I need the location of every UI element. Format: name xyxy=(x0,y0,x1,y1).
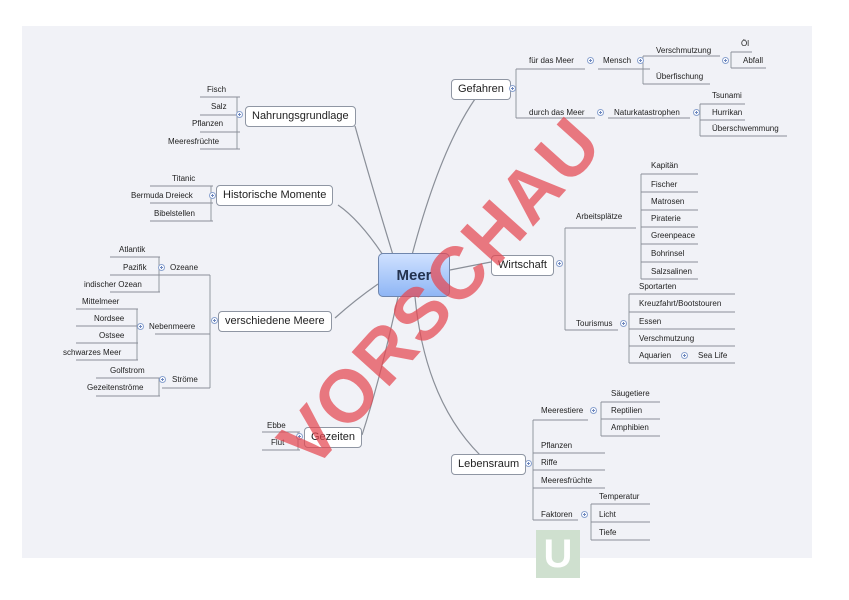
connector-curve xyxy=(411,98,476,256)
node-ostsee[interactable]: Ostsee xyxy=(99,331,125,340)
collapse-plus-icon[interactable] xyxy=(693,109,700,116)
node-fuer-das-meer[interactable]: für das Meer xyxy=(529,56,574,65)
node-meeresfruechte-lebensraum[interactable]: Meeresfrüchte xyxy=(541,476,593,485)
node-atlantik[interactable]: Atlantik xyxy=(119,245,146,254)
node-mensch[interactable]: Mensch xyxy=(603,56,632,65)
node-sportarten[interactable]: Sportarten xyxy=(639,282,677,291)
node-indischer-ozean[interactable]: indischer Ozean xyxy=(84,280,142,289)
collapse-plus-icon[interactable] xyxy=(590,407,597,414)
node-schwarzes-meer[interactable]: schwarzes Meer xyxy=(63,348,122,357)
connector-curve xyxy=(334,283,379,319)
node-verschmutzung[interactable]: Verschmutzung xyxy=(656,46,712,55)
collapse-plus-icon[interactable] xyxy=(137,323,144,330)
node-reptilien[interactable]: Reptilien xyxy=(611,406,643,415)
node-gezeitenstroeme[interactable]: Gezeitenströme xyxy=(87,383,144,392)
collapse-plus-icon[interactable] xyxy=(236,111,243,118)
node-amphibien[interactable]: Amphibien xyxy=(611,423,649,432)
node-kreuzfahrt[interactable]: Kreuzfahrt/Bootstouren xyxy=(639,299,722,308)
node-nordsee[interactable]: Nordsee xyxy=(94,314,125,323)
node-verschmutzung-tourismus[interactable]: Verschmutzung xyxy=(639,334,695,343)
node-ozeane[interactable]: Ozeane xyxy=(170,263,199,272)
node-mittelmeer[interactable]: Mittelmeer xyxy=(82,297,120,306)
node-ebbe[interactable]: Ebbe xyxy=(267,421,286,430)
node-bibelstellen[interactable]: Bibelstellen xyxy=(154,209,195,218)
connector-curve xyxy=(361,296,399,436)
branch-historische-momente[interactable]: Historische Momente xyxy=(216,185,334,206)
node-nebenmeere[interactable]: Nebenmeere xyxy=(149,322,196,331)
node-golfstrom[interactable]: Golfstrom xyxy=(110,366,145,375)
node-stroeme[interactable]: Ströme xyxy=(172,375,198,384)
node-ueberfischung[interactable]: Überfischung xyxy=(656,72,704,81)
node-meeresfruechte[interactable]: Meeresfrüchte xyxy=(168,137,220,146)
node-greenpeace[interactable]: Greenpeace xyxy=(651,231,696,240)
collapse-plus-icon[interactable] xyxy=(587,57,594,64)
collapse-plus-icon[interactable] xyxy=(158,264,165,271)
node-piraterie[interactable]: Piraterie xyxy=(651,214,681,223)
node-saeugetiere[interactable]: Säugetiere xyxy=(611,389,650,398)
collapse-plus-icon[interactable] xyxy=(211,317,218,324)
node-tsunami[interactable]: Tsunami xyxy=(712,91,742,100)
node-licht[interactable]: Licht xyxy=(599,510,616,519)
node-riffe[interactable]: Riffe xyxy=(541,458,558,467)
node-ueberschwemmung[interactable]: Überschwemmung xyxy=(712,124,779,133)
node-salz[interactable]: Salz xyxy=(211,102,227,111)
node-meerestiere[interactable]: Meerestiere xyxy=(541,406,584,415)
node-bohrinsel[interactable]: Bohrinsel xyxy=(651,249,685,258)
branch-gezeiten[interactable]: Gezeiten xyxy=(304,427,363,448)
node-faktoren[interactable]: Faktoren xyxy=(541,510,573,519)
node-abfall[interactable]: Abfall xyxy=(743,56,764,65)
node-pflanzen-lebensraum[interactable]: Pflanzen xyxy=(541,441,573,450)
node-pflanzen[interactable]: Pflanzen xyxy=(192,119,224,128)
node-matrosen[interactable]: Matrosen xyxy=(651,197,685,206)
connector-curve xyxy=(354,125,394,256)
node-oel[interactable]: Öl xyxy=(741,39,749,48)
node-pazifik[interactable]: Pazifik xyxy=(123,263,147,272)
node-hurrikan[interactable]: Hurrikan xyxy=(712,108,743,117)
collapse-plus-icon[interactable] xyxy=(620,320,627,327)
node-tourismus[interactable]: Tourismus xyxy=(576,319,613,328)
node-sea-life[interactable]: Sea Life xyxy=(698,351,728,360)
collapse-plus-icon[interactable] xyxy=(159,376,166,383)
collapse-plus-icon[interactable] xyxy=(556,260,563,267)
node-fischer[interactable]: Fischer xyxy=(651,180,678,189)
collapse-plus-icon[interactable] xyxy=(296,433,303,440)
collapse-plus-icon[interactable] xyxy=(209,192,216,199)
branch-verschiedene-meere[interactable]: verschiedene Meere xyxy=(218,311,332,332)
collapse-plus-icon[interactable] xyxy=(722,57,729,64)
collapse-plus-icon[interactable] xyxy=(637,57,644,64)
connector-curve xyxy=(414,296,481,456)
node-tiefe[interactable]: Tiefe xyxy=(599,528,617,537)
node-bermuda[interactable]: Bermuda Dreieck xyxy=(131,191,193,200)
collapse-plus-icon[interactable] xyxy=(581,511,588,518)
node-flut[interactable]: Flut xyxy=(271,438,285,447)
logo-u: U xyxy=(536,530,580,578)
node-essen[interactable]: Essen xyxy=(639,317,662,326)
connector-curve xyxy=(337,204,386,259)
branch-gefahren[interactable]: Gefahren xyxy=(451,79,511,100)
branch-nahrungsgrundlage[interactable]: Nahrungsgrundlage xyxy=(245,106,356,127)
connector-curve xyxy=(449,261,492,271)
node-fisch[interactable]: Fisch xyxy=(207,85,227,94)
collapse-plus-icon[interactable] xyxy=(681,352,688,359)
node-salzsalinen[interactable]: Salzsalinen xyxy=(651,267,692,276)
node-durch-das-meer[interactable]: durch das Meer xyxy=(529,108,585,117)
node-titanic[interactable]: Titanic xyxy=(172,174,196,183)
center-node-meer[interactable]: Meer xyxy=(378,253,450,297)
node-kapitaen[interactable]: Kapitän xyxy=(651,161,679,170)
branch-wirtschaft[interactable]: Wirtschaft xyxy=(491,255,554,276)
collapse-plus-icon[interactable] xyxy=(597,109,604,116)
branch-lebensraum[interactable]: Lebensraum xyxy=(451,454,527,475)
collapse-plus-icon[interactable] xyxy=(525,460,532,467)
node-aquarien[interactable]: Aquarien xyxy=(639,351,672,360)
node-naturkatastrophen[interactable]: Naturkatastrophen xyxy=(614,108,680,117)
node-arbeitsplaetze[interactable]: Arbeitsplätze xyxy=(576,212,623,221)
node-temperatur[interactable]: Temperatur xyxy=(599,492,640,501)
collapse-plus-icon[interactable] xyxy=(509,85,516,92)
